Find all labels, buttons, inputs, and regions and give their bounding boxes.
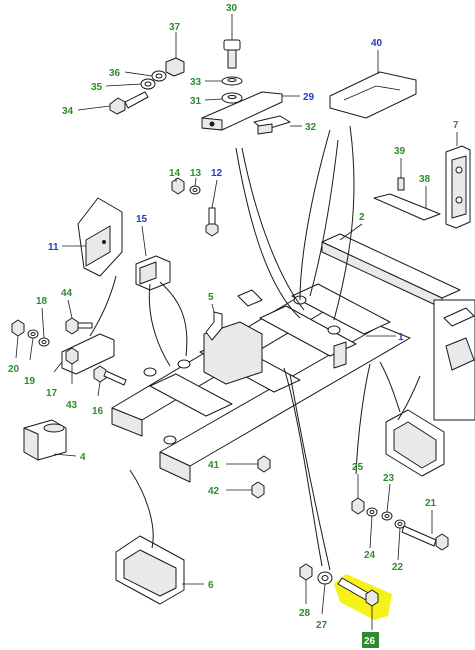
callout-11[interactable]: 11: [48, 242, 59, 253]
nut-37-drawing[interactable]: [165, 32, 185, 77]
callout-21[interactable]: 21: [425, 498, 437, 509]
bracket-lower-right-drawing[interactable]: [385, 409, 445, 477]
washer-23-drawing[interactable]: [381, 483, 393, 521]
bolt-21-drawing[interactable]: [401, 510, 449, 551]
bracket-5-drawing[interactable]: [205, 303, 223, 341]
plate-40-drawing[interactable]: [329, 50, 417, 119]
callout-34[interactable]: 34: [62, 106, 74, 117]
callout-24[interactable]: 24: [364, 550, 376, 561]
callout-26-selected[interactable]: 26: [364, 636, 376, 647]
callout-44[interactable]: 44: [61, 288, 73, 299]
callout-14[interactable]: 14: [169, 168, 181, 179]
bracket-29-drawing[interactable]: [201, 91, 300, 131]
callout-12[interactable]: 12: [211, 168, 223, 179]
washer-33-drawing[interactable]: [205, 76, 243, 86]
washer-27-drawing[interactable]: [317, 571, 333, 615]
washer-13-drawing[interactable]: [189, 177, 201, 195]
callout-6[interactable]: 6: [208, 580, 214, 591]
callout-39[interactable]: 39: [394, 146, 406, 157]
bolt-44-drawing[interactable]: [65, 299, 93, 335]
chassis-frame-1-drawing[interactable]: [111, 283, 411, 483]
callout-18[interactable]: 18: [36, 296, 48, 307]
bolt-42-drawing[interactable]: [226, 481, 265, 499]
bolt-12-drawing[interactable]: [205, 179, 219, 237]
nut-43-drawing[interactable]: [65, 347, 79, 384]
callout-36[interactable]: 36: [109, 68, 121, 79]
callout-7[interactable]: 7: [453, 120, 459, 131]
washer-22-drawing[interactable]: [394, 519, 406, 561]
callout-1[interactable]: 1: [398, 332, 404, 343]
callout-2[interactable]: 2: [359, 212, 365, 223]
callout-33[interactable]: 33: [190, 77, 202, 88]
callout-35[interactable]: 35: [91, 82, 103, 93]
callout-29[interactable]: 29: [303, 92, 315, 103]
callout-5[interactable]: 5: [208, 292, 214, 303]
washer-18-drawing[interactable]: [38, 307, 50, 347]
nut-25-drawing[interactable]: [351, 474, 365, 515]
callout-13[interactable]: 13: [190, 168, 202, 179]
callout-42[interactable]: 42: [208, 486, 220, 497]
callout-32[interactable]: 32: [305, 122, 317, 133]
nut-28-drawing[interactable]: [299, 563, 313, 604]
callout-19[interactable]: 19: [24, 376, 36, 387]
stud-39-drawing[interactable]: [397, 158, 405, 191]
callout-labels: 30 37 40 36 33 35 31 29 34 32 7 39 14 13…: [8, 3, 459, 648]
bracket-15-drawing[interactable]: [135, 225, 171, 291]
callout-31[interactable]: 31: [190, 96, 202, 107]
callout-25[interactable]: 25: [352, 462, 364, 473]
callout-23[interactable]: 23: [383, 473, 395, 484]
mounting-block-4-drawing[interactable]: [23, 419, 77, 461]
washer-35-drawing[interactable]: [105, 78, 156, 90]
bracket-7-drawing[interactable]: [445, 132, 471, 229]
washer-19-drawing[interactable]: [27, 329, 39, 361]
washer-31-drawing[interactable]: [204, 92, 243, 104]
bolt-26-highlighted-drawing[interactable]: [334, 574, 392, 630]
callout-15[interactable]: 15: [136, 214, 148, 225]
callout-17[interactable]: 17: [46, 388, 58, 399]
callout-41[interactable]: 41: [208, 460, 220, 471]
crossmember-2-drawing[interactable]: [321, 223, 461, 309]
bolt-16-drawing[interactable]: [93, 365, 127, 397]
callout-37[interactable]: 37: [169, 22, 181, 33]
washer-24-drawing[interactable]: [366, 507, 378, 549]
callout-16[interactable]: 16: [92, 406, 104, 417]
curved-leader-lines: [89, 125, 421, 571]
bolt-30-drawing[interactable]: [223, 14, 241, 69]
callout-30[interactable]: 30: [226, 3, 238, 14]
bracket-right-edge-drawing[interactable]: [433, 299, 475, 421]
washer-36-drawing[interactable]: [124, 70, 167, 82]
bracket-11-drawing[interactable]: [62, 197, 123, 277]
bracket-32-drawing[interactable]: [253, 115, 302, 135]
callout-26-selected-background: [362, 632, 379, 648]
bolt-41-drawing[interactable]: [226, 455, 271, 473]
callout-22[interactable]: 22: [392, 562, 404, 573]
bolt-34-drawing[interactable]: [77, 91, 149, 115]
callout-28[interactable]: 28: [299, 608, 311, 619]
callout-20[interactable]: 20: [8, 364, 20, 375]
nut-14-drawing[interactable]: [171, 177, 185, 195]
strip-38-drawing[interactable]: [373, 186, 441, 221]
bracket-6-drawing[interactable]: [115, 535, 204, 605]
callout-43[interactable]: 43: [66, 400, 78, 411]
nut-20-drawing[interactable]: [11, 319, 25, 359]
bracket-17-drawing[interactable]: [53, 333, 115, 375]
callout-27[interactable]: 27: [316, 620, 328, 631]
callout-4[interactable]: 4: [80, 452, 86, 463]
callout-38[interactable]: 38: [419, 174, 431, 185]
callout-40[interactable]: 40: [371, 38, 383, 49]
